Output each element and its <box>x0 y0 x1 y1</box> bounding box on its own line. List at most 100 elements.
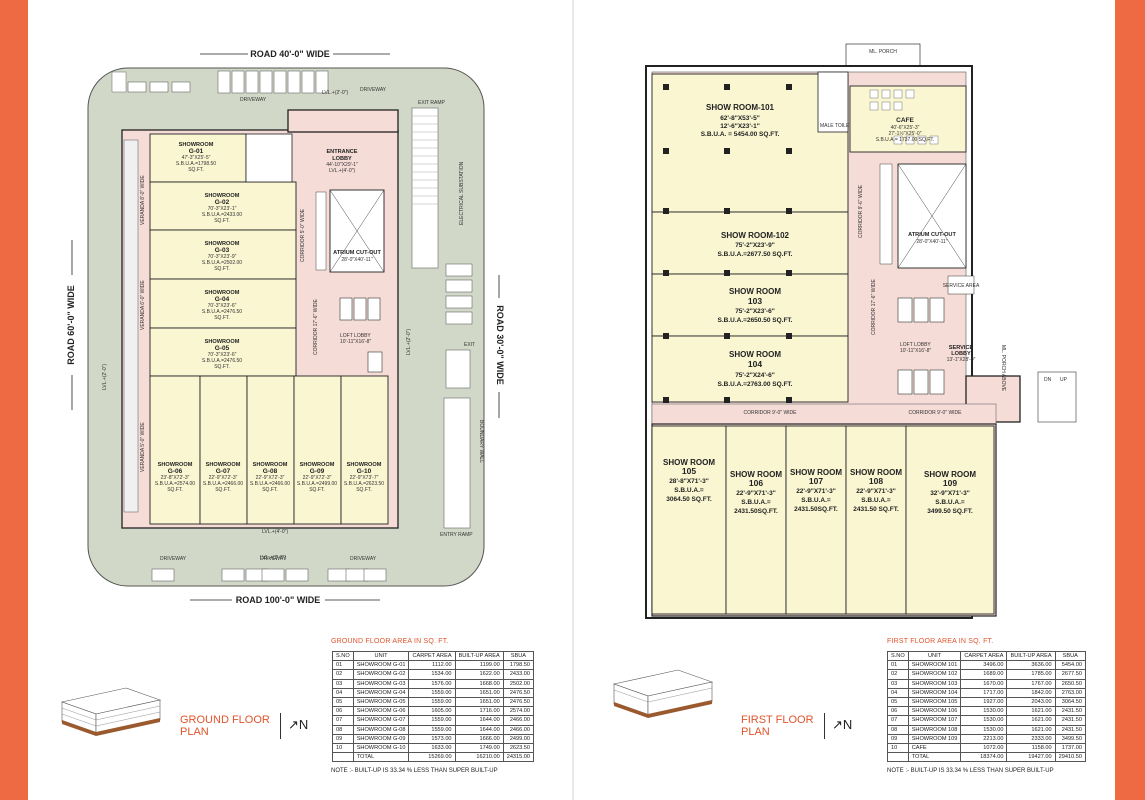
g-sr-name-3: SHOWROOM <box>205 290 240 296</box>
first-note: NOTE :- BUILT-UP IS 33.34 % LESS THAN SU… <box>887 768 1054 774</box>
table-cell: 1559.00 <box>408 724 456 735</box>
corridor-a: CORRIDOR 5'-0" WIDE <box>300 208 306 262</box>
showroom-g01 <box>149 133 247 183</box>
g-sr-dim-5: 23'-8"X72'-3" <box>161 475 190 481</box>
lifts-ground <box>339 297 383 373</box>
table-cell: 1785.00 <box>1006 669 1056 680</box>
table-cell: 2213.00 <box>960 733 1008 745</box>
cafe-name: CAFE <box>896 117 914 124</box>
f-sr-area1-1: S.B.U.A.= <box>741 499 771 506</box>
driveway-bottom-c: DRIVEWAY <box>350 556 377 562</box>
showroom-g09 <box>293 375 342 525</box>
g-sr-unit-8: SQ.FT. <box>309 487 325 493</box>
table-cell: CAFE <box>907 743 962 754</box>
table-cell: SHOWROOM G-08 <box>352 724 410 735</box>
g-sr-unit-7: SQ.FT. <box>262 487 278 493</box>
table-cell: 03 <box>332 678 354 689</box>
f-sr-area2-1: 2431.50SQ.FT. <box>734 508 778 515</box>
g-sr-unit-6: SQ.FT. <box>215 487 231 493</box>
g-sr-code-6: G-07 <box>216 468 231 475</box>
f-sr-code-1: 106 <box>749 478 763 488</box>
g-sr-area-7: S.B.U.A.=2466.00 <box>250 481 290 487</box>
entry-ramp <box>443 397 471 529</box>
table-cell: SHOWROOM G-09 <box>352 733 410 745</box>
table-cell: SHOWROOM 109 <box>907 733 962 745</box>
veranda-b: VERANDA 6'-0" WIDE <box>140 280 146 330</box>
table-cell: 2466.00 <box>502 715 535 726</box>
g-sr-unit-2: SQ.FT. <box>214 266 230 272</box>
ground-north-icon: ↗N <box>288 717 309 732</box>
g-sr-name-4: SHOWROOM <box>205 339 240 345</box>
table-cell: 1689.00 <box>960 669 1008 680</box>
f-sr-area2-2: 2431.50SQ.FT. <box>794 506 838 513</box>
parking-bottom <box>151 568 387 582</box>
table-cell: 1737.00 <box>1054 743 1086 754</box>
f-sr-dim-0: 28'-8"X71'-3" <box>669 478 709 485</box>
corridor-b: CORRIDOR 17'-6" WIDE <box>313 299 319 355</box>
lift-lobby-dim: 10'-11"X16'-8" <box>340 339 371 345</box>
table-header: BUILT-UP AREA <box>454 650 504 662</box>
road-right-label: ROAD 30'-0" WIDE <box>495 305 505 384</box>
table-cell: 1559.00 <box>408 687 456 699</box>
table-header: S.NO <box>332 650 354 662</box>
table-cell: 07 <box>887 715 909 726</box>
table-cell: 08 <box>887 724 909 735</box>
table-cell: 1666.00 <box>454 733 504 745</box>
showroom-102 <box>651 211 849 275</box>
lobby-lvl: LVL.+(4'-0") <box>329 168 355 174</box>
f-sr-name-4: SHOW ROOM <box>924 470 976 479</box>
sr104-area: S.B.U.A.=2763.00 SQ.FT. <box>718 381 793 388</box>
table-cell: 3064.50 <box>1054 697 1086 708</box>
first-corridor-a: CORRIDOR 9'-0" WIDE <box>743 410 797 416</box>
sr101-area: S.B.U.A. = 5454.00 SQ.FT. <box>701 131 780 138</box>
table-cell: 1767.00 <box>1006 678 1056 689</box>
f-sr-area2-3: 2431.50 SQ.FT. <box>853 506 899 513</box>
table-cell: 09 <box>332 733 354 745</box>
showroom-105 <box>651 425 727 615</box>
f-sr-code-3: 108 <box>869 476 883 486</box>
table-cell: 1651.00 <box>454 687 504 699</box>
table-cell: 1559.00 <box>408 697 456 708</box>
table-cell: SHOWROOM 107 <box>907 715 962 726</box>
lifts-first <box>897 297 945 395</box>
first-corridor-d: CORRIDOR 9'-6" WIDE <box>858 184 864 238</box>
service-area-label: SERVICE AREA <box>943 283 980 289</box>
table-cell: 1576.00 <box>408 678 456 689</box>
ground-title-sep <box>280 713 281 739</box>
f-sr-code-4: 109 <box>943 478 957 488</box>
ground-note: NOTE :- BUILT-UP IS 33.34 % LESS THAN SU… <box>331 768 498 774</box>
f-sr-code-0: 105 <box>682 466 696 476</box>
table-cell: 10 <box>332 743 354 754</box>
driveway-bottom-b: DRIVEWAY <box>260 556 287 562</box>
table-cell: 05 <box>887 697 909 708</box>
g-sr-dim-1: 70'-3"X23'-1" <box>208 206 237 212</box>
sr102-dim: 75'-2"X23'-9" <box>735 242 775 249</box>
table-cell: 2476.50 <box>502 687 535 699</box>
table-cell: SHOWROOM G-10 <box>352 743 410 754</box>
f-sr-code-2: 107 <box>809 476 823 486</box>
f-sr-name-1: SHOW ROOM <box>730 470 782 479</box>
f-sr-area2-4: 3499.50 SQ.FT. <box>927 508 973 515</box>
exit-ramp-hatch <box>412 115 438 205</box>
f-sr-name-0: SHOW ROOM <box>663 458 715 467</box>
showroom-g05 <box>149 327 297 377</box>
showroom-106 <box>725 425 787 615</box>
left-orange-edge <box>0 0 28 800</box>
atrium-cross-b <box>329 189 385 273</box>
driveway-bottom-a: DRIVEWAY <box>160 556 187 562</box>
sr103-name: SHOW ROOM <box>729 287 781 296</box>
g-sr-area-2: S.B.U.A.=2502.00 <box>202 260 242 266</box>
table-cell: SHOWROOM G-04 <box>352 687 410 699</box>
table-cell: 2476.50 <box>502 697 535 708</box>
table-cell: 2677.50 <box>1054 669 1086 680</box>
road-bottom-label: ROAD 100'-0" WIDE <box>236 595 320 605</box>
lobby-name: ENTRANCE <box>326 149 357 155</box>
